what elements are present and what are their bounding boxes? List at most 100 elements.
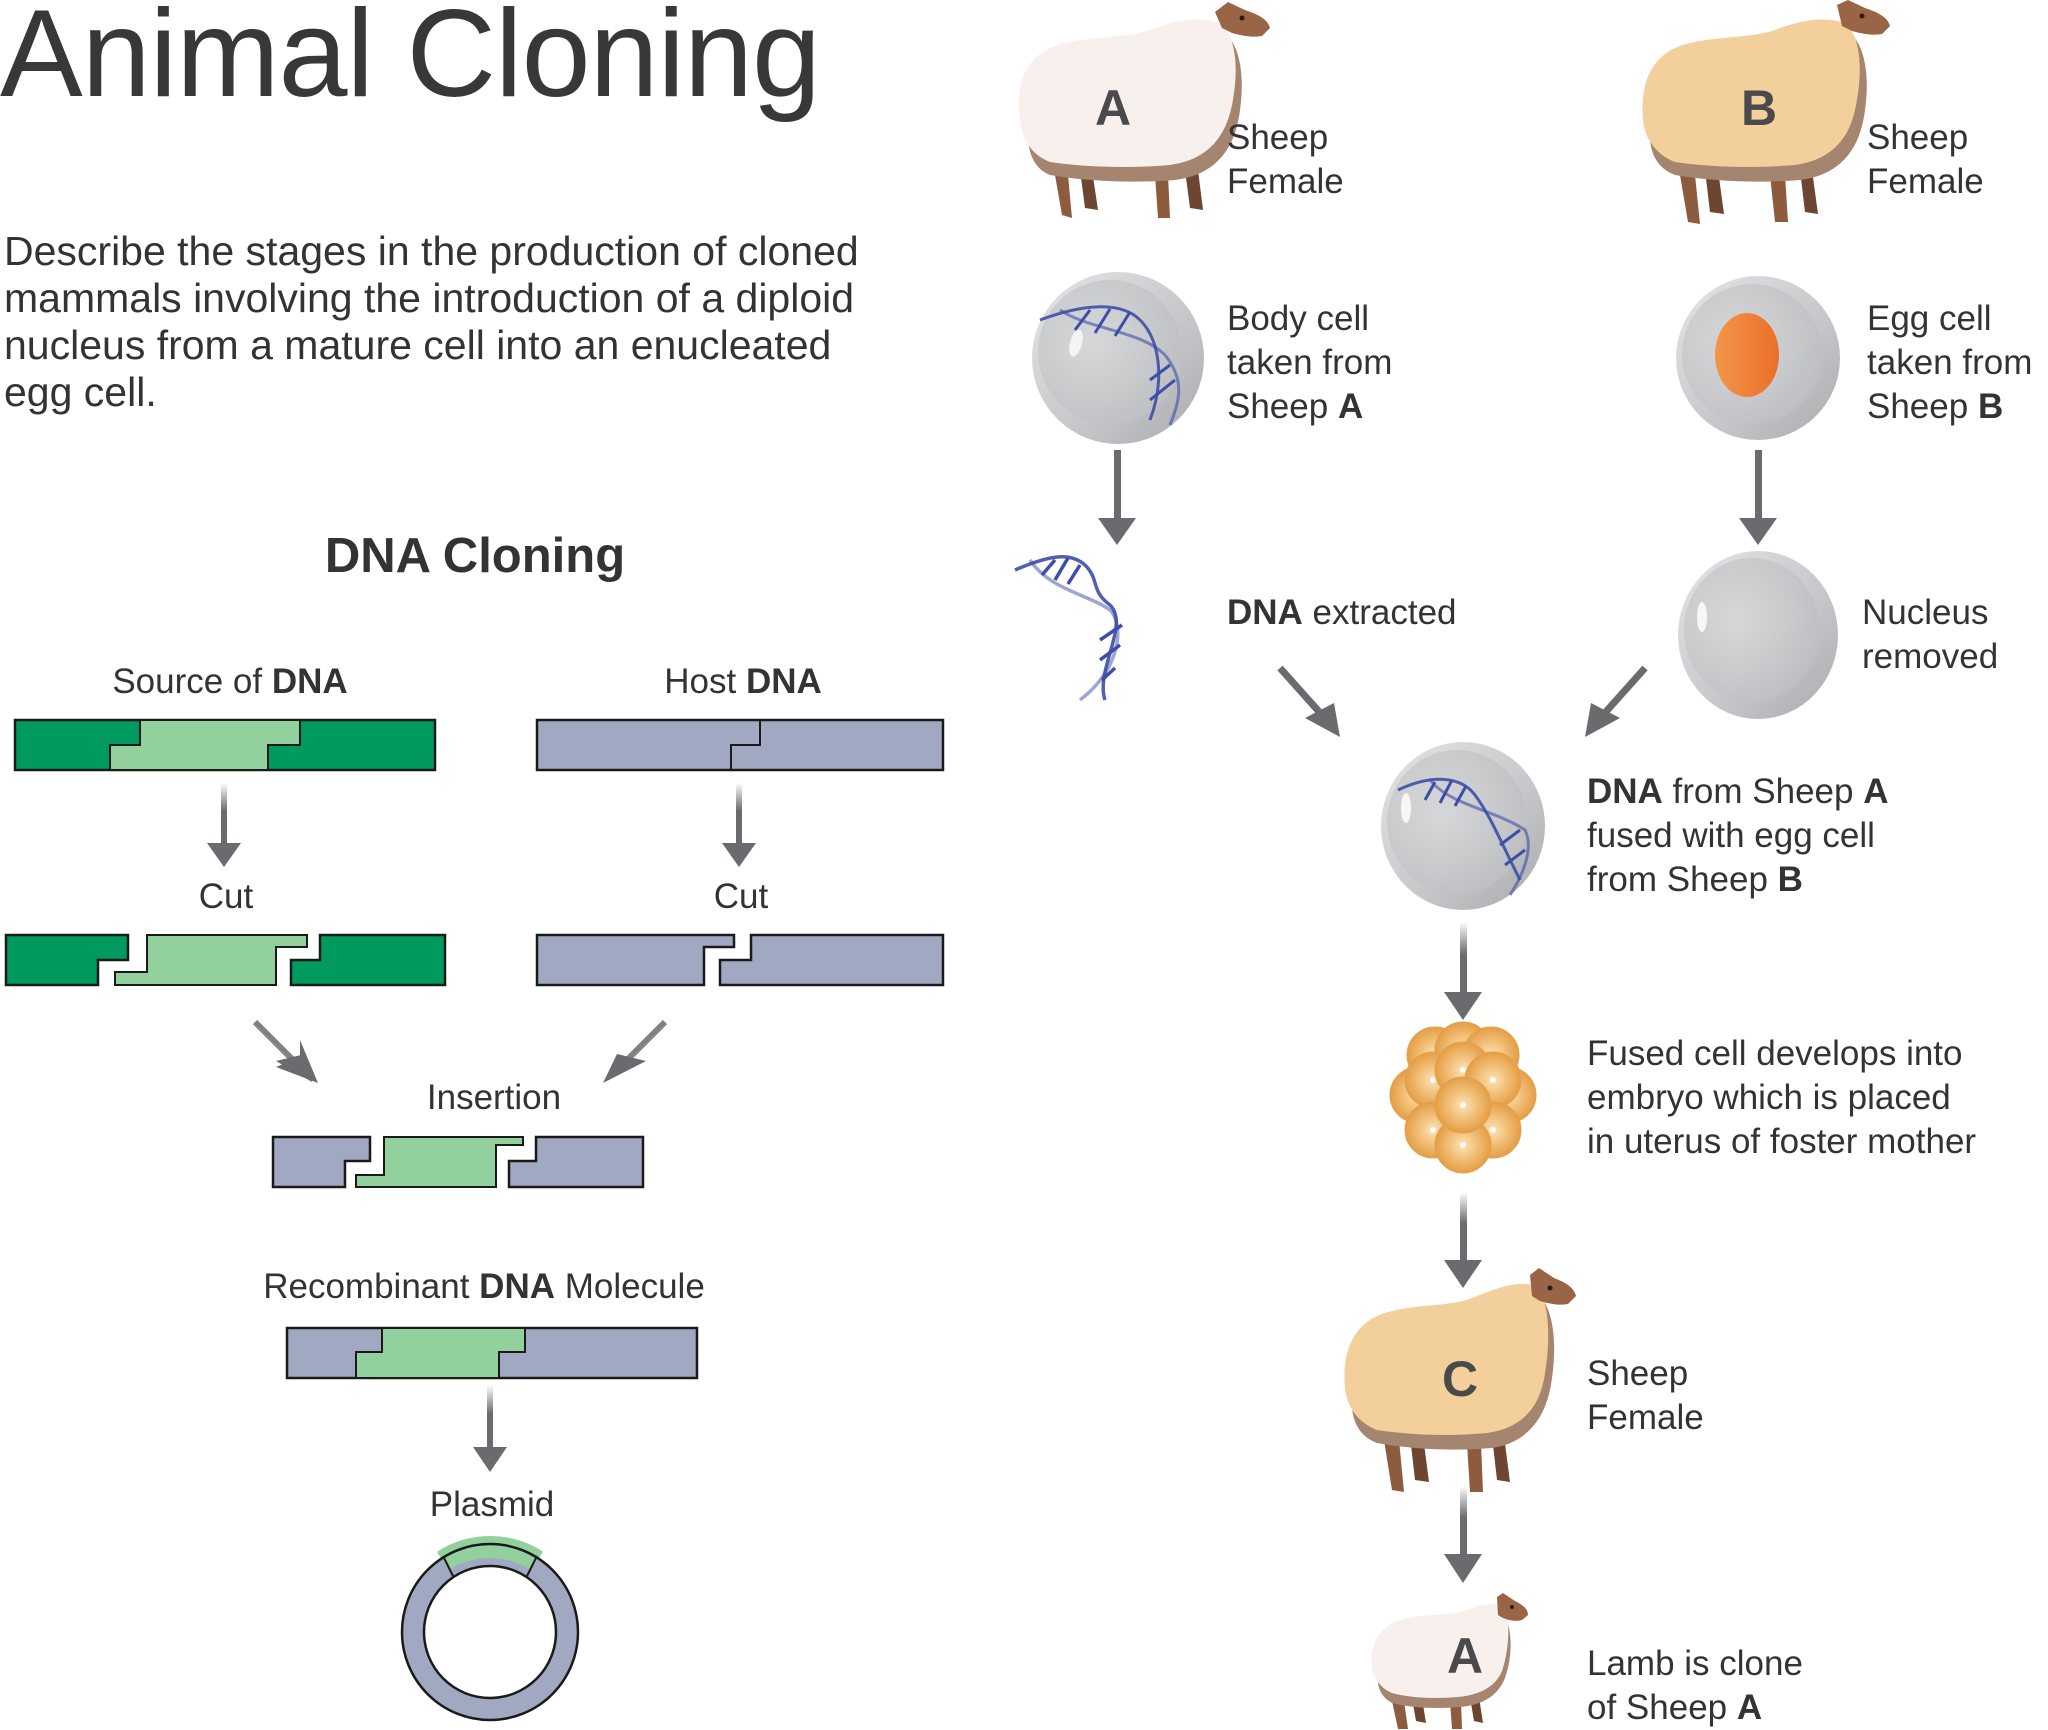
cut-label-source: Cut [198, 877, 254, 916]
body-cell-icon [1032, 272, 1204, 444]
cut-host-pieces [535, 933, 945, 987]
nucleus-removed-label: Nucleus removed [1862, 591, 1998, 679]
label-line: Egg cell [1867, 299, 1992, 338]
embryo-cell-highlight [1430, 1127, 1436, 1133]
label-line: taken from [1867, 343, 2033, 382]
description-line: Describe the stages in the production of… [4, 228, 859, 274]
sheep-b-label: Sheep Female [1867, 116, 1984, 204]
label-line: fused with egg cell [1587, 816, 1875, 855]
arrow-down-icon [1739, 450, 1777, 545]
sheep-a-illustration: A [1018, 2, 1270, 218]
label-line: Female [1867, 162, 1984, 201]
host-dna-bar [535, 718, 945, 772]
label-line: DNA from Sheep A [1587, 770, 1889, 814]
description-line: mammals involving the introduction of a … [4, 275, 855, 321]
label-line: Nucleus [1862, 593, 1989, 632]
plasmid-label: Plasmid [429, 1485, 555, 1524]
arrow-diagonal-icon [1277, 665, 1340, 737]
arrow-diagonal-icon [1585, 665, 1648, 737]
sheep-icon [1344, 1268, 1576, 1492]
label-bold: DNA [271, 662, 348, 701]
label-line: Sheep [1227, 118, 1329, 157]
label-line: in uterus of foster mother [1587, 1122, 1977, 1161]
recombinant-dna-bar [285, 1326, 699, 1380]
arrow-down-icon [1444, 922, 1482, 1020]
insertion-label: Insertion [426, 1078, 562, 1117]
embryo-icon [1389, 1021, 1537, 1174]
cut-source-pieces [4, 933, 447, 987]
embryo-cell-highlight [1460, 1142, 1466, 1148]
label-text: from Sheep [1587, 860, 1778, 899]
enucleated-cell-icon [1678, 551, 1838, 719]
label-text: Sheep [1867, 387, 1978, 426]
dna-extracted-helix-icon [1014, 555, 1123, 702]
insertion-bars [271, 1135, 645, 1189]
label-bold: DNA [479, 1267, 555, 1306]
label-bold: A [1863, 772, 1889, 811]
plasmid-ring [400, 1536, 580, 1722]
fused-cell-label: DNA from Sheep A fused with egg cell fro… [1587, 770, 1889, 902]
label-text: Source of [112, 662, 272, 701]
dna-cloning-heading: DNA Cloning [324, 529, 626, 583]
page-title: Animal Cloning [0, 0, 821, 123]
arrow-down-icon [207, 783, 241, 867]
label-line: Sheep A [1227, 385, 1392, 429]
lamb-label: Lamb is clone of Sheep A [1587, 1642, 1803, 1730]
sheep-icon [1642, 0, 1890, 224]
egg-cell-label: Egg cell taken from Sheep B [1867, 297, 2032, 429]
label-text: Recombinant [263, 1267, 480, 1306]
label-line: Fused cell develops into [1587, 1034, 1963, 1073]
fused-cell-icon [1381, 742, 1545, 910]
embryo-cell-highlight [1490, 1077, 1496, 1083]
description-line: nucleus from a mature cell into an enucl… [4, 322, 832, 368]
sheep-letter: C [1442, 1351, 1478, 1407]
label-line: Female [1587, 1398, 1704, 1437]
sheep-icon [1371, 1593, 1528, 1729]
sheep-c-label: Sheep Female [1587, 1352, 1704, 1440]
source-dna-bar [13, 718, 437, 772]
label-bold: DNA [745, 662, 822, 701]
arrow-down-icon [1098, 450, 1136, 545]
host-dna-label: Host DNA [664, 664, 822, 699]
label-line: taken from [1227, 343, 1393, 382]
sheep-a-label: Sheep Female [1227, 116, 1344, 204]
label-text: Sheep [1227, 387, 1338, 426]
label-bold: A [1736, 1688, 1763, 1727]
label-bold: B [1777, 860, 1803, 899]
egg-cell-icon [1676, 276, 1840, 440]
label-line: of Sheep A [1587, 1686, 1803, 1730]
label-bold: DNA [1587, 772, 1663, 811]
nucleus-icon [1715, 313, 1779, 397]
label-line: Lamb is clone [1587, 1644, 1803, 1683]
sheep-icon [1018, 2, 1270, 218]
arrow-down-icon [1444, 1192, 1482, 1288]
label-text: Molecule [554, 1267, 705, 1306]
label-text: from Sheep [1662, 772, 1864, 811]
source-dna-label: Source of DNA [112, 664, 347, 699]
sheep-letter: A [1095, 80, 1131, 136]
embryo-label: Fused cell develops into embryo which is… [1587, 1032, 1976, 1164]
embryo-cell-highlight [1430, 1077, 1436, 1083]
label-line: Female [1227, 162, 1344, 201]
sheep-letter: A [1447, 1628, 1483, 1684]
label-line: Sheep B [1867, 385, 2032, 429]
arrow-diagonal-icon [603, 1019, 668, 1083]
recombinant-label: Recombinant DNA Molecule [263, 1269, 705, 1304]
label-text: Host [664, 662, 746, 701]
label-line: Sheep [1587, 1354, 1689, 1393]
label-line: embryo which is placed [1587, 1078, 1951, 1117]
lamb-illustration: A [1371, 1593, 1528, 1729]
label-line: removed [1862, 637, 1999, 676]
label-bold: DNA [1227, 593, 1303, 632]
embryo-cell-highlight [1460, 1102, 1466, 1108]
label-line: from Sheep B [1587, 858, 1889, 902]
description: Describe the stages in the production of… [4, 228, 964, 416]
sheep-b-illustration: B [1642, 0, 1890, 224]
embryo-cell-highlight [1460, 1067, 1466, 1073]
sheep-letter: B [1741, 80, 1777, 136]
dna-helix-icon [1039, 305, 1181, 426]
description-line: egg cell. [4, 369, 157, 415]
cut-label-host: Cut [713, 877, 769, 916]
label-text: of Sheep [1587, 1688, 1737, 1727]
arrow-down-icon [722, 783, 756, 867]
